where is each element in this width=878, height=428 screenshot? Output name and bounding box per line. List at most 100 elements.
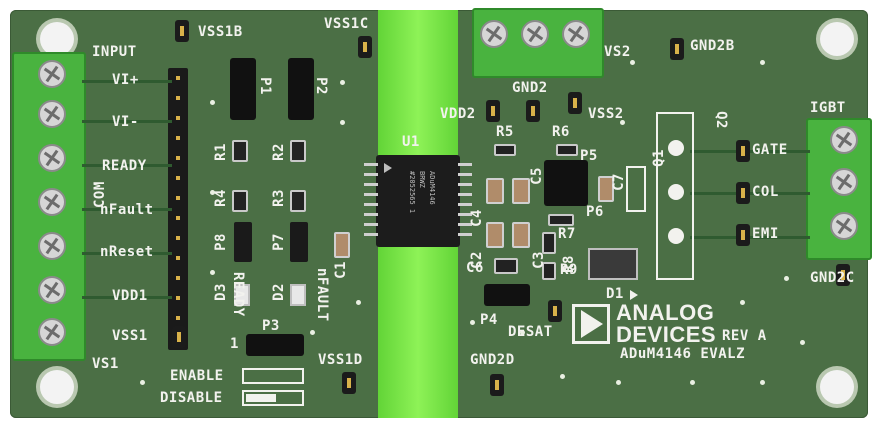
capacitor-c3 bbox=[512, 222, 530, 248]
test-point-vss2 bbox=[568, 92, 582, 114]
terminal-screw-1 bbox=[38, 60, 66, 88]
label-desat: DESAT bbox=[508, 324, 553, 340]
ic-u1: ADuM4146 BRWZ #2052565 1 bbox=[364, 155, 472, 247]
via bbox=[784, 276, 789, 281]
capacitor-c7 bbox=[598, 176, 614, 202]
via bbox=[470, 320, 475, 325]
test-point-gnd2d bbox=[490, 374, 504, 396]
test-point-vss1b bbox=[175, 20, 189, 42]
test-point-gnd2b bbox=[670, 38, 684, 60]
test-point-vss1c bbox=[358, 36, 372, 58]
label-vi-minus: VI- bbox=[112, 114, 139, 130]
label-p6: P6 bbox=[586, 204, 604, 220]
label-gnd2c: GND2C bbox=[810, 270, 855, 286]
header-pin bbox=[176, 76, 180, 80]
label-r1: R1 bbox=[212, 143, 229, 161]
label-col: COL bbox=[752, 184, 779, 200]
label-vss2: VSS2 bbox=[588, 106, 624, 122]
vs2-screw-1 bbox=[480, 20, 508, 48]
via bbox=[560, 374, 565, 379]
diode-d1 bbox=[588, 248, 638, 280]
label-gnd2d: GND2D bbox=[470, 352, 515, 368]
label-r5: R5 bbox=[496, 124, 514, 140]
via bbox=[760, 380, 765, 385]
header-pin bbox=[176, 116, 180, 120]
mounting-hole-top-left bbox=[40, 22, 74, 56]
via bbox=[630, 60, 635, 65]
label-c5: C5 bbox=[528, 167, 545, 185]
q2-pad-3 bbox=[668, 228, 684, 244]
resistor-r9 bbox=[542, 262, 556, 280]
label-vi-plus: VI+ bbox=[112, 72, 139, 88]
label-p4: P4 bbox=[480, 312, 498, 328]
resistor-r5 bbox=[494, 144, 516, 156]
header-p7 bbox=[290, 222, 308, 262]
label-input: INPUT bbox=[92, 44, 137, 60]
label-vss1c: VSS1C bbox=[324, 16, 369, 32]
header-pin bbox=[176, 196, 180, 200]
capacitor-c2 bbox=[486, 222, 504, 248]
via bbox=[690, 380, 695, 385]
label-p1: P1 bbox=[256, 77, 273, 95]
enable-marker bbox=[242, 368, 304, 384]
label-nfault: nFault bbox=[100, 202, 154, 218]
label-r4: R4 bbox=[212, 189, 229, 207]
label-nreset: nReset bbox=[100, 244, 154, 260]
resistor-r3 bbox=[290, 190, 306, 212]
label-c7: C7 bbox=[610, 173, 627, 191]
igbt-screw-1 bbox=[830, 126, 858, 154]
label-p2: P2 bbox=[312, 77, 329, 95]
label-board-name: ADuM4146 EVALZ bbox=[620, 346, 746, 362]
via bbox=[210, 190, 215, 195]
header-p8 bbox=[234, 222, 252, 262]
label-one: 1 bbox=[230, 336, 239, 352]
via bbox=[800, 340, 805, 345]
test-point-emi bbox=[736, 224, 750, 246]
via bbox=[210, 100, 215, 105]
header-pin bbox=[176, 96, 180, 100]
via bbox=[140, 380, 145, 385]
label-rev: REV A bbox=[722, 328, 767, 344]
resistor-r2 bbox=[290, 140, 306, 162]
label-c6: C6 bbox=[466, 260, 484, 276]
ic-marking-1: ADuM4146 bbox=[428, 171, 436, 205]
capacitor-c5 bbox=[512, 178, 530, 204]
igbt-screw-2 bbox=[830, 168, 858, 196]
label-d3: D3 bbox=[212, 283, 229, 301]
header-pin bbox=[176, 296, 180, 300]
terminal-screw-2 bbox=[38, 100, 66, 128]
trace bbox=[690, 150, 810, 153]
jumper-p5-p6[interactable] bbox=[544, 160, 588, 206]
trace bbox=[82, 208, 172, 211]
header-pin bbox=[176, 256, 180, 260]
label-q2: Q2 bbox=[712, 111, 729, 129]
via bbox=[740, 300, 745, 305]
ic-logo-icon bbox=[384, 163, 392, 173]
ic-marking-3: #2052565 1 bbox=[408, 171, 416, 214]
header-pin bbox=[176, 236, 180, 240]
terminal-screw-7 bbox=[38, 318, 66, 346]
jumper-p3[interactable] bbox=[246, 334, 304, 356]
terminal-screw-4 bbox=[38, 188, 66, 216]
test-point-col bbox=[736, 182, 750, 204]
test-point-gnd2c bbox=[836, 264, 850, 286]
jumper-p2[interactable] bbox=[288, 58, 314, 120]
terminal-screw-6 bbox=[38, 276, 66, 304]
vs2-screw-2 bbox=[521, 20, 549, 48]
mounting-hole-bottom-right bbox=[820, 370, 854, 404]
label-vss1d: VSS1D bbox=[318, 352, 363, 368]
label-gate: GATE bbox=[752, 142, 788, 158]
jumper-p4[interactable] bbox=[484, 284, 530, 306]
via bbox=[210, 270, 215, 275]
label-ready: READY bbox=[102, 158, 147, 174]
signal-header-strip bbox=[168, 68, 188, 350]
terminal-screw-3 bbox=[38, 144, 66, 172]
label-r2: R2 bbox=[270, 143, 287, 161]
terminal-screw-5 bbox=[38, 232, 66, 260]
label-gnd2: GND2 bbox=[512, 80, 548, 96]
test-point-desat bbox=[548, 300, 562, 322]
label-vs1: VS1 bbox=[92, 356, 119, 372]
jumper-p1[interactable] bbox=[230, 58, 256, 120]
via bbox=[356, 300, 361, 305]
vs2-screw-3 bbox=[562, 20, 590, 48]
